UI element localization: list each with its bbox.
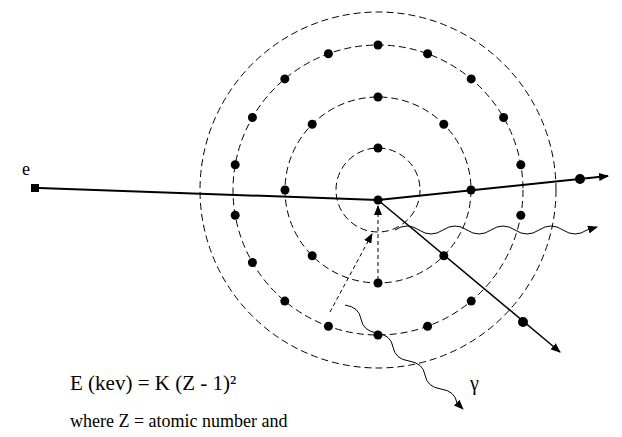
transition-arrow: [330, 234, 372, 312]
photon-wave: [345, 305, 463, 409]
electron-dot: [374, 93, 383, 102]
electron-dot: [280, 74, 289, 83]
gamma-label: γ: [470, 372, 479, 394]
scattered-electron: [575, 174, 585, 184]
electron-dot: [280, 297, 289, 306]
energy-formula: E (kev) = K (Z - 1)²: [70, 372, 236, 395]
incident-path: [39, 188, 378, 200]
electron-dot: [374, 144, 383, 153]
photon-wave: [395, 226, 597, 234]
electron-dot: [423, 322, 432, 331]
electron-dot: [423, 49, 432, 58]
electron-dot: [248, 258, 257, 267]
formula-note: where Z = atomic number and: [70, 412, 288, 432]
electron-dot: [324, 322, 333, 331]
electron-dot: [374, 331, 383, 340]
electron-dot: [467, 74, 476, 83]
electron-shell: [336, 148, 420, 232]
transition-arrow: [378, 206, 379, 280]
electron-label: e: [22, 160, 30, 180]
electron-dot: [374, 41, 383, 50]
outer-boundary: [200, 12, 556, 368]
ejected-electron: [518, 317, 528, 327]
ejected-path: [378, 200, 560, 352]
electron-dot: [231, 211, 240, 220]
electron-dot: [231, 160, 240, 169]
scattered-path: [378, 176, 608, 200]
electron-dot: [281, 186, 290, 195]
electron-dot: [308, 251, 317, 260]
incident-electron: [31, 184, 39, 192]
electron-dot: [499, 113, 508, 122]
electron-dot: [516, 211, 525, 220]
electron-dot: [467, 297, 476, 306]
electron-dot: [308, 120, 317, 129]
electron-dot: [516, 160, 525, 169]
electron-dot: [439, 120, 448, 129]
electron-dot: [248, 113, 257, 122]
electron-dot: [324, 49, 333, 58]
